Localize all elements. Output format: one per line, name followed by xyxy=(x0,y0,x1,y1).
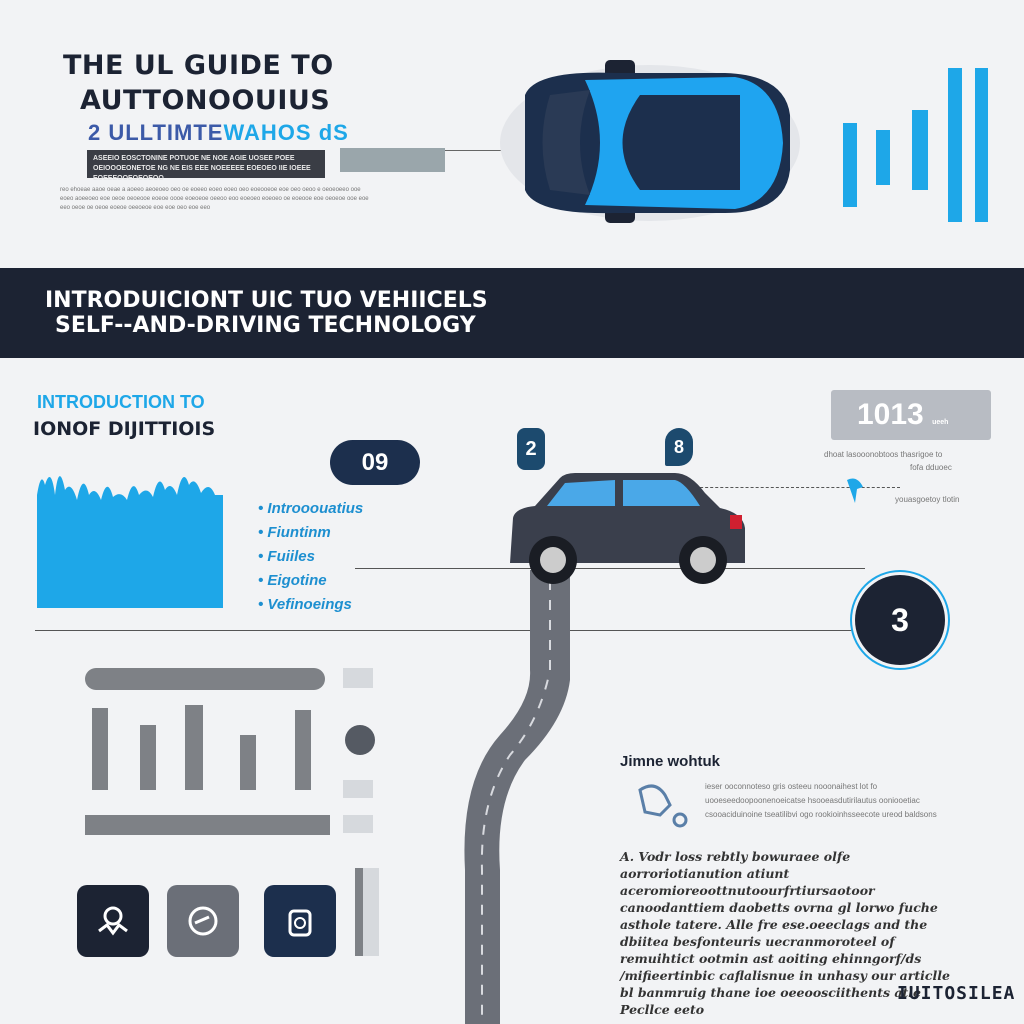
gray-bar xyxy=(240,735,256,790)
scale-bar xyxy=(355,868,379,956)
info-intro: ieser ooconnoteso gris osteeu nooonaihes… xyxy=(705,782,937,819)
blue-area-chart xyxy=(37,476,223,608)
legend-swatch xyxy=(343,815,373,833)
subtitle: 2 ULLTIMTEWAHOS dS xyxy=(88,120,349,146)
divider-line xyxy=(355,568,865,569)
bullet-item: • Introoouatius xyxy=(258,500,364,517)
car-seat-icon xyxy=(345,725,375,755)
bullet-item: • Fiuntinm xyxy=(258,524,331,541)
stat-unit: ueeh xyxy=(932,419,949,426)
stat-box: 1013 ueeh xyxy=(831,390,991,440)
bar-2 xyxy=(876,130,890,185)
bar-5 xyxy=(975,68,988,222)
road-icon xyxy=(464,570,570,1024)
bullet-item: • Vefinoeings xyxy=(258,596,352,613)
bullet-list: • Introoouatius • Fiuntinm • Fuiiles • E… xyxy=(258,500,363,613)
speedometer-icon[interactable] xyxy=(167,885,239,957)
bar-4 xyxy=(948,68,962,222)
info-body: A. Vodr loss rebtly bowuraee olfe aorror… xyxy=(620,849,950,1017)
stat-value: 1013 xyxy=(857,398,924,431)
gray-bar xyxy=(295,710,311,790)
section-heading-blue: INTRODUCTION TO xyxy=(37,392,205,412)
divider-line xyxy=(35,630,855,631)
stat-caption: fofa dduoec xyxy=(910,463,952,472)
intro-dark-box: ASEEIO EOSCTONINE POTUOE NE NOE AGIE UOS… xyxy=(87,150,325,182)
gray-bar xyxy=(140,725,156,790)
face-sensor-icon xyxy=(638,784,688,828)
banner-line1: INTRODUICIONT UIC TUO VEHIICELS xyxy=(45,288,488,313)
bar-1 xyxy=(843,123,857,207)
bar-3 xyxy=(912,110,928,190)
car-side-icon xyxy=(510,473,745,584)
pin-8: 8 xyxy=(665,428,693,466)
subtitle-a: 2 ULLTIMTE xyxy=(88,120,224,145)
section-heading-dark: IONOF DIJITTIOIS xyxy=(33,418,216,440)
progress-bar xyxy=(85,815,330,835)
stat-caption: youasgoetoy tlotin xyxy=(895,495,960,504)
progress-bar xyxy=(85,668,325,690)
gray-label-bar xyxy=(340,148,445,172)
gray-bar xyxy=(92,708,108,790)
bullet-item: • Eigotine xyxy=(258,572,327,589)
step-badge: 3 xyxy=(855,575,945,665)
location-pin-icon[interactable] xyxy=(77,885,149,957)
stat-caption: dhoat lasooonobtoos thasrigoe to xyxy=(824,450,943,459)
info-heading: Jimne wohtuk xyxy=(620,753,721,770)
footer-logo: IUITOSILEA xyxy=(897,983,1016,1004)
legend-swatch xyxy=(343,780,373,798)
header-paragraph: reo ehoeae aaoe oeae a aoeeo aeoeoeo oeo… xyxy=(60,187,369,211)
count-badge: 09 xyxy=(330,440,420,485)
car-top-view-icon xyxy=(500,60,800,223)
car-seat-icon[interactable] xyxy=(264,885,336,957)
subtitle-b: WAHOS dS xyxy=(223,120,349,145)
gray-bar xyxy=(185,705,203,790)
title-line1: THE UL GUIDE TO xyxy=(63,50,334,81)
banner: INTRODUICIONT UIC TUO VEHIICELS SELF--AN… xyxy=(0,268,1024,358)
legend-swatch xyxy=(343,668,373,688)
divider-line xyxy=(690,487,900,488)
banner-line2: SELF--AND-DRIVING TECHNOLOGY xyxy=(55,313,476,338)
title-line2: AUTTONOOUIUS xyxy=(80,85,331,116)
pin-2: 2 xyxy=(517,428,545,470)
connector-line xyxy=(445,150,525,151)
arrow-icon xyxy=(847,478,863,503)
bullet-item: • Fuiiles xyxy=(258,548,315,565)
